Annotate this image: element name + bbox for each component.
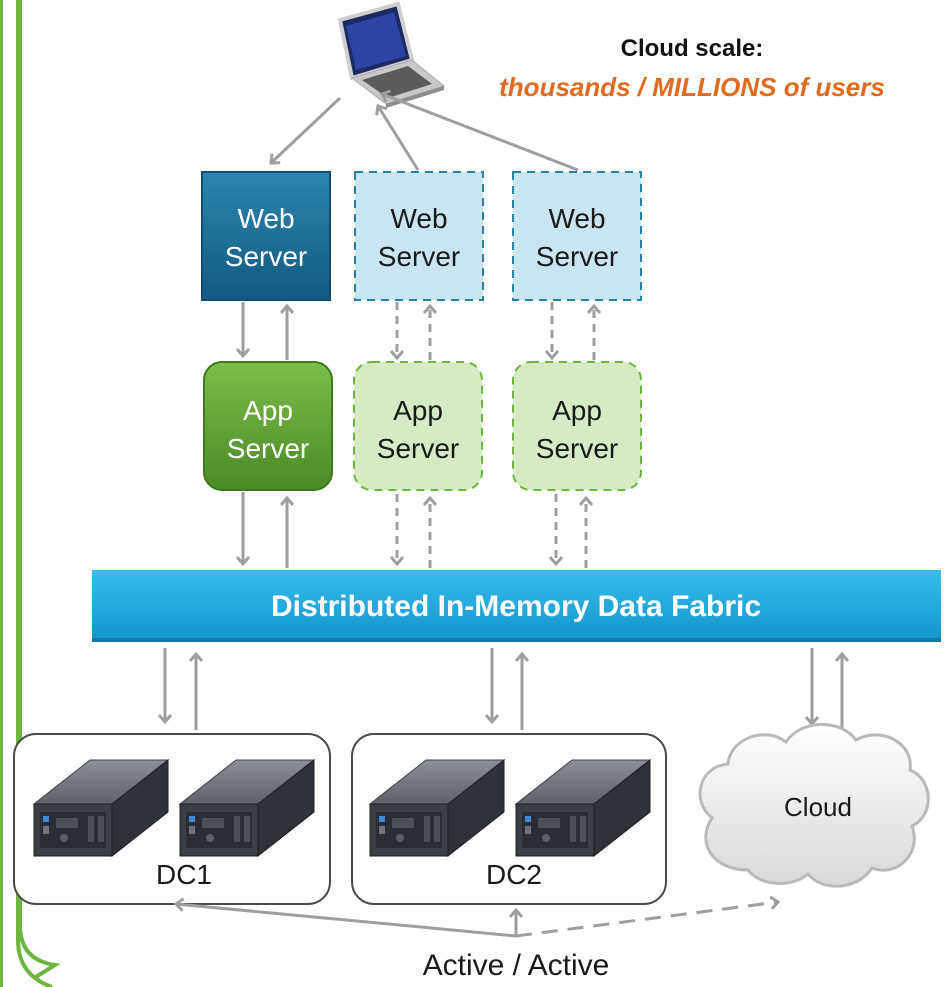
app-server-3: App Server [512, 361, 642, 491]
data-fabric-bar: Distributed In-Memory Data Fabric [92, 570, 941, 642]
app-server-2-label-line2: Server [377, 433, 459, 464]
data-fabric-label: Distributed In-Memory Data Fabric [271, 590, 761, 623]
web-server-1-label-line2: Server [225, 241, 307, 272]
app-server-2: App Server [353, 361, 483, 491]
datacenter-dc2: DC2 [351, 733, 667, 905]
web-server-2-label-line1: Web [390, 203, 447, 234]
cloud-scale-subtitle: thousands / MILLIONS of users [499, 72, 885, 102]
cloud-icon: Cloud [698, 723, 930, 888]
active-active-label: Active / Active [423, 949, 610, 982]
web-server-1-label-line1: Web [237, 203, 294, 234]
web-server-3: Web Server [512, 171, 642, 301]
app-server-3-label-line1: App [552, 395, 602, 426]
web-server-3-label-line2: Server [536, 241, 618, 272]
web-server-3-label-line1: Web [548, 203, 605, 234]
app-server-2-label-line1: App [393, 395, 443, 426]
laptop-icon [337, 1, 446, 108]
left-frame-border [18, 0, 61, 987]
cloud-scale-title: Cloud scale: [621, 35, 764, 62]
fabric-storage-connectors [165, 648, 842, 740]
active-active-connectors [176, 902, 778, 938]
web-server-2: Web Server [354, 171, 484, 301]
web-server-2-label-line2: Server [378, 241, 460, 272]
app-server-1-label-line2: Server [227, 433, 309, 464]
cloud-label: Cloud [784, 792, 852, 822]
app-fabric-connectors [243, 492, 586, 568]
laptop-web-connectors [271, 94, 579, 172]
web-app-connectors [243, 302, 594, 360]
app-server-1: App Server [203, 361, 333, 491]
datacenter-dc1: DC1 [13, 733, 331, 905]
app-server-1-label-line1: App [243, 395, 293, 426]
app-server-3-label-line2: Server [536, 433, 618, 464]
dc1-label: DC1 [156, 859, 212, 890]
dc2-label: DC2 [486, 859, 542, 890]
web-server-1: Web Server [201, 171, 331, 301]
